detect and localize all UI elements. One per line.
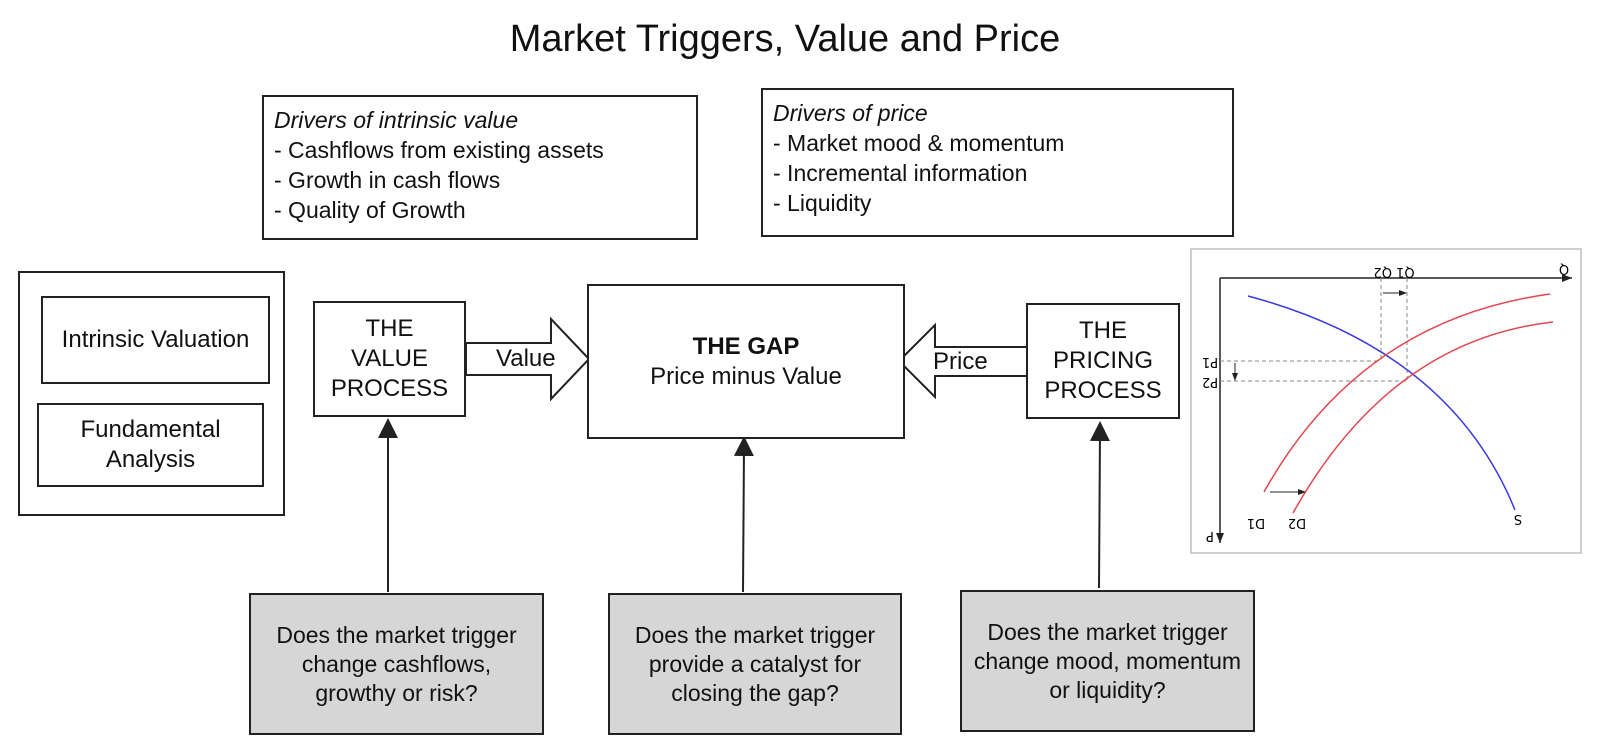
- price-question-arrow: [1089, 421, 1110, 589]
- price-question-text: Does the market trigger change mood, mom…: [973, 618, 1242, 703]
- value-question-text: Does the market trigger change cashflows…: [276, 621, 517, 706]
- value-arrow: [465, 316, 591, 402]
- p-axis-arrowhead: [1216, 533, 1224, 543]
- pricing-process-box: THE PRICING PROCESS: [1026, 303, 1180, 419]
- p1-label: P1: [1202, 354, 1218, 369]
- price-driver-item: - Liquidity: [773, 190, 872, 216]
- pricing-process-label: THE PRICING PROCESS: [1044, 317, 1162, 404]
- price-question-box: Does the market trigger change mood, mom…: [960, 590, 1255, 732]
- value-question-box: Does the market trigger change cashflows…: [249, 593, 544, 735]
- value-process-box: THE VALUE PROCESS: [313, 301, 466, 417]
- supply-demand-graph: Q Q1 Q2 P1 P2 D1 D2 S P: [1202, 261, 1572, 543]
- intrinsic-driver-item: - Growth in cash flows: [274, 167, 501, 193]
- price-arrow: [897, 322, 1028, 400]
- supply-curve: [1247, 295, 1516, 511]
- intrinsic-driver-item: - Cashflows from existing assets: [274, 137, 604, 163]
- demand-curve-d2: [1292, 321, 1554, 514]
- price-driver-item: - Incremental information: [773, 160, 1028, 186]
- intrinsic-valuation-label: Intrinsic Valuation: [61, 326, 250, 353]
- gap-question-box: Does the market trigger provide a cataly…: [608, 593, 902, 735]
- p2-label: P2: [1202, 374, 1218, 389]
- fundamental-analysis-box: Fundamental Analysis: [37, 403, 264, 487]
- gap-title: THE GAP: [692, 332, 800, 360]
- fundamental-analysis-label: Fundamental Analysis: [80, 416, 221, 473]
- intrinsic-drivers-heading: Drivers of intrinsic value: [274, 107, 519, 133]
- intrinsic-driver-item: - Quality of Growth: [274, 197, 466, 223]
- p-axis-label: P: [1206, 528, 1214, 543]
- gap-question-arrow: [733, 436, 754, 593]
- price-drivers-box: Drivers of price - Market mood & momentu…: [761, 88, 1234, 237]
- d2-label: D2: [1288, 515, 1306, 530]
- q-axis-arrowhead: [1562, 274, 1572, 282]
- q1q2-label: Q1 Q2: [1373, 264, 1414, 279]
- price-arrow-label: Price: [933, 348, 988, 375]
- gap-box: THE GAP Price minus Value: [587, 284, 905, 439]
- price-driver-item: - Market mood & momentum: [773, 130, 1065, 156]
- gap-question-text: Does the market trigger provide a cataly…: [634, 621, 876, 706]
- page-title: Market Triggers, Value and Price: [509, 18, 1061, 60]
- q-axis-label: Q: [1559, 261, 1569, 276]
- demand-curve-d1: [1263, 293, 1551, 493]
- price-drivers-heading: Drivers of price: [773, 100, 928, 126]
- s-label: S: [1514, 511, 1522, 526]
- value-arrow-label: Value: [496, 345, 556, 372]
- gap-subtitle: Price minus Value: [650, 362, 842, 390]
- d1-label: D1: [1247, 515, 1265, 530]
- supply-demand-graph-frame: [1190, 248, 1582, 554]
- intrinsic-value-drivers-box: Drivers of intrinsic value - Cashflows f…: [262, 95, 698, 240]
- value-process-label: THE VALUE PROCESS: [330, 315, 449, 402]
- intrinsic-valuation-box: Intrinsic Valuation: [41, 296, 270, 384]
